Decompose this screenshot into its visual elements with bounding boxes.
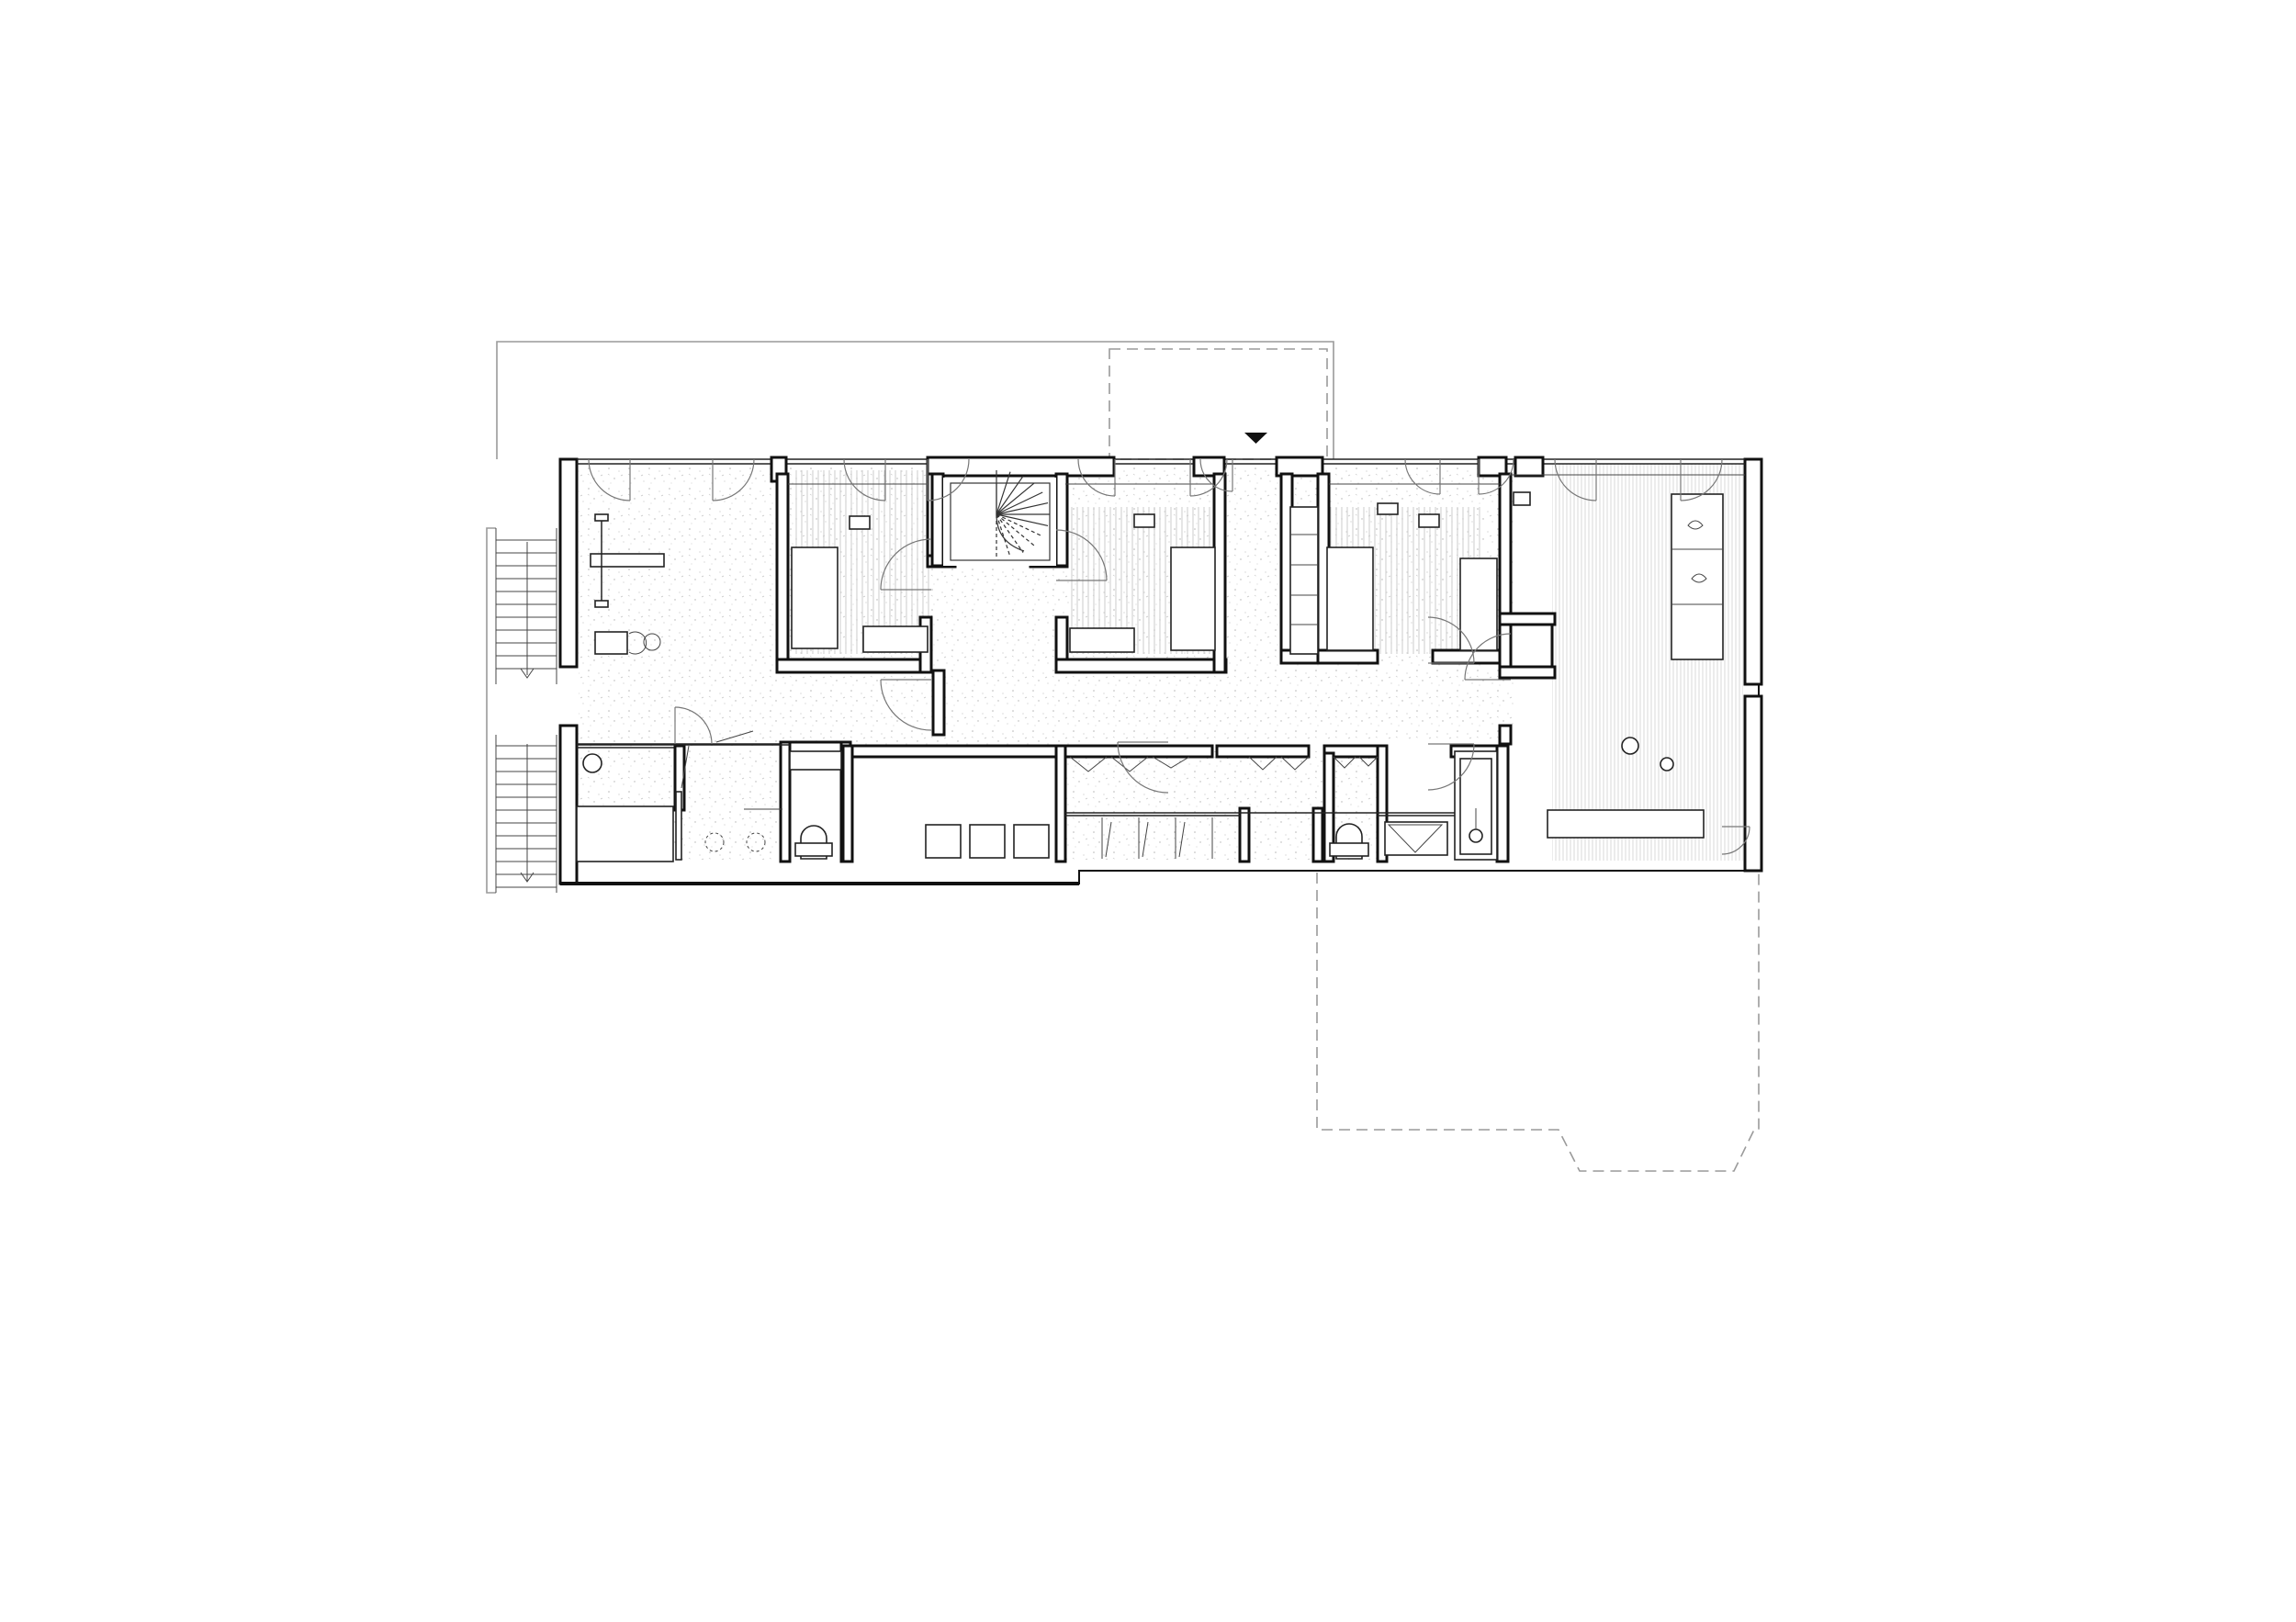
entrance-arrow-icon xyxy=(1244,433,1267,444)
interior-walls xyxy=(775,472,1557,746)
door-swing-icon xyxy=(880,679,932,731)
door-swing-icon xyxy=(880,538,932,591)
door-swing-icon xyxy=(588,458,631,501)
south-rooms xyxy=(577,740,1510,863)
door-swing-icon xyxy=(927,458,970,501)
wardrobes xyxy=(1069,756,1379,859)
door-swing-icon xyxy=(1464,633,1512,681)
bedroom-1 xyxy=(788,483,929,653)
toilet-rooms xyxy=(794,750,1498,861)
door-swing-icon xyxy=(1199,458,1233,492)
door-swing-icon xyxy=(1721,826,1750,855)
door-swing-icon xyxy=(712,458,755,501)
door-swing-icon xyxy=(843,458,886,501)
utility-room xyxy=(576,730,790,862)
living-room xyxy=(1511,474,1745,839)
door-swing-icon xyxy=(1427,616,1475,664)
stair-core xyxy=(930,470,1069,568)
doors xyxy=(588,458,1750,855)
bedroom-3 xyxy=(1289,483,1500,655)
door-swing-icon xyxy=(1478,458,1514,495)
door-swing-icon xyxy=(1404,458,1441,495)
exterior-stair xyxy=(495,528,557,893)
door-swing-icon xyxy=(1680,458,1723,501)
door-swing-icon xyxy=(1554,458,1597,501)
bedroom-2 xyxy=(1065,483,1216,653)
exterior-walls xyxy=(558,456,1763,885)
stair-icon xyxy=(950,470,1051,561)
door-swing-icon xyxy=(1117,741,1169,794)
door-swing-icon xyxy=(1189,458,1228,497)
door-swing-icon xyxy=(674,706,713,745)
door-swing-icon xyxy=(1427,743,1475,791)
door-swing-icon xyxy=(1055,529,1108,581)
exterior-stair-treads xyxy=(496,539,557,888)
door-swing-icon xyxy=(1077,458,1116,497)
gym-equipment xyxy=(590,513,665,655)
storage-room xyxy=(925,824,1050,859)
